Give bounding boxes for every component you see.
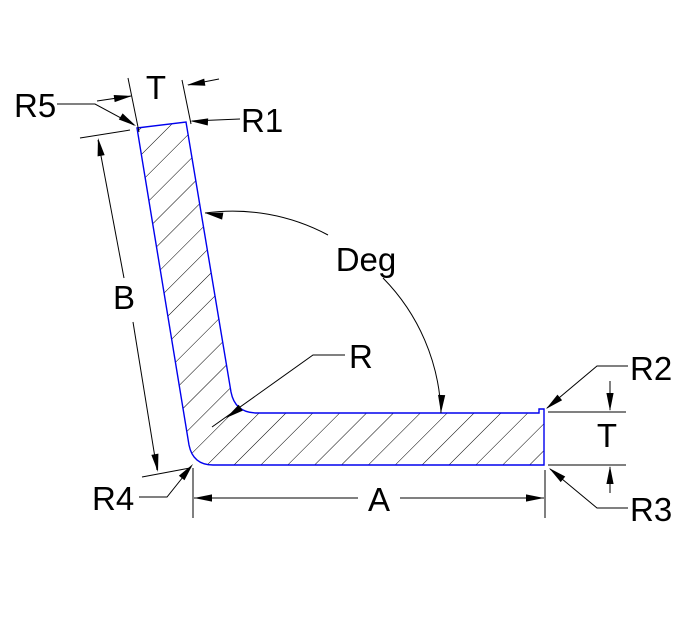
dim-a — [192, 468, 546, 518]
r2-leader — [546, 365, 628, 409]
dim-b — [79, 129, 191, 478]
t-top-extension-left — [127, 77, 140, 133]
b-extension-top — [79, 129, 131, 139]
label-r2: R2 — [630, 350, 672, 387]
r1-arrowhead — [189, 117, 209, 126]
b-arrowhead-top — [94, 137, 105, 157]
r4-leader — [139, 466, 192, 498]
r3-leader — [549, 468, 628, 509]
profile-outline — [136, 121, 545, 466]
dim-r5 — [57, 103, 138, 130]
dim-r2 — [543, 365, 628, 412]
t-top-arrowhead-right — [186, 78, 206, 89]
label-t-top: T — [146, 69, 166, 106]
dimension-labels: T R5 R1 B Deg R R2 T R3 A R4 — [14, 69, 672, 528]
dim-r1 — [189, 117, 241, 126]
dim-t-top — [96, 77, 220, 133]
a-arrowhead-right — [526, 494, 544, 502]
r5-arrowhead — [118, 113, 138, 130]
t-right-arrowhead-bottom — [606, 466, 614, 484]
r3-arrowhead — [546, 465, 566, 483]
t-top-arrowhead-left — [113, 92, 133, 103]
a-arrowhead-left — [194, 494, 212, 502]
r-leader — [211, 354, 345, 428]
label-r4: R4 — [92, 480, 134, 517]
dimension-graphics — [57, 77, 628, 518]
deg-arc-upper — [204, 210, 329, 236]
label-a: A — [368, 481, 390, 518]
deg-arrowhead-end — [437, 394, 446, 414]
b-arrowhead-bottom — [151, 453, 162, 473]
r2-arrowhead — [543, 394, 563, 412]
label-deg: Deg — [336, 241, 397, 278]
b-dimension-line-lower — [132, 321, 158, 471]
dim-r3 — [546, 465, 628, 509]
label-r3: R3 — [630, 491, 672, 528]
label-r1: R1 — [241, 102, 283, 139]
label-r5: R5 — [14, 87, 56, 124]
b-extension-bottom — [141, 467, 191, 478]
deg-arc-lower — [382, 277, 442, 414]
b-dimension-line-upper — [97, 139, 125, 279]
t-right-arrowhead-top — [606, 393, 614, 411]
dim-r — [211, 354, 345, 428]
label-r: R — [349, 338, 373, 375]
dim-r4 — [139, 461, 196, 498]
t-top-extension-right — [181, 79, 192, 125]
profile-section — [136, 121, 545, 466]
label-t-right: T — [597, 417, 617, 454]
dim-deg — [204, 209, 446, 414]
label-b: B — [113, 279, 135, 316]
dim-t-right — [548, 381, 626, 493]
